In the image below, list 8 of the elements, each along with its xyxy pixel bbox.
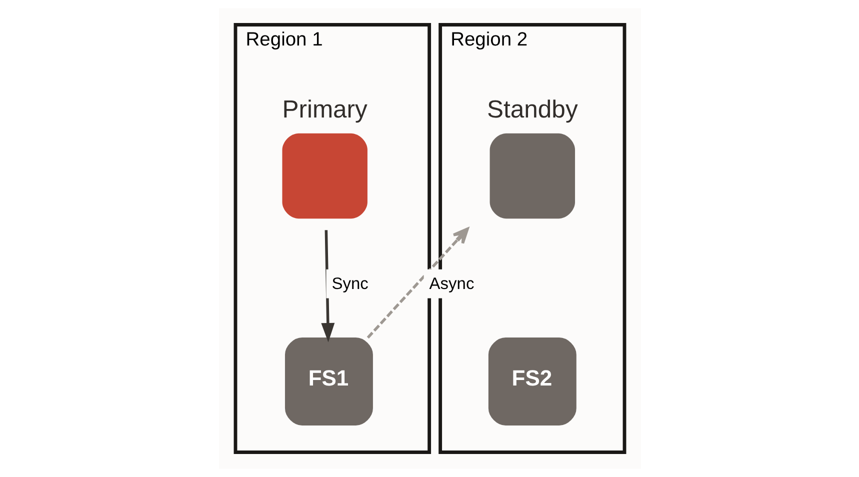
node-box	[489, 133, 575, 219]
node-box: FS2	[488, 337, 576, 426]
arrow	[366, 228, 468, 339]
node-label: Standby	[486, 96, 578, 124]
node-box: FS1	[284, 337, 372, 426]
node-box	[282, 133, 367, 219]
node-label: Primary	[282, 96, 367, 124]
edge-label: Sync	[331, 274, 368, 293]
